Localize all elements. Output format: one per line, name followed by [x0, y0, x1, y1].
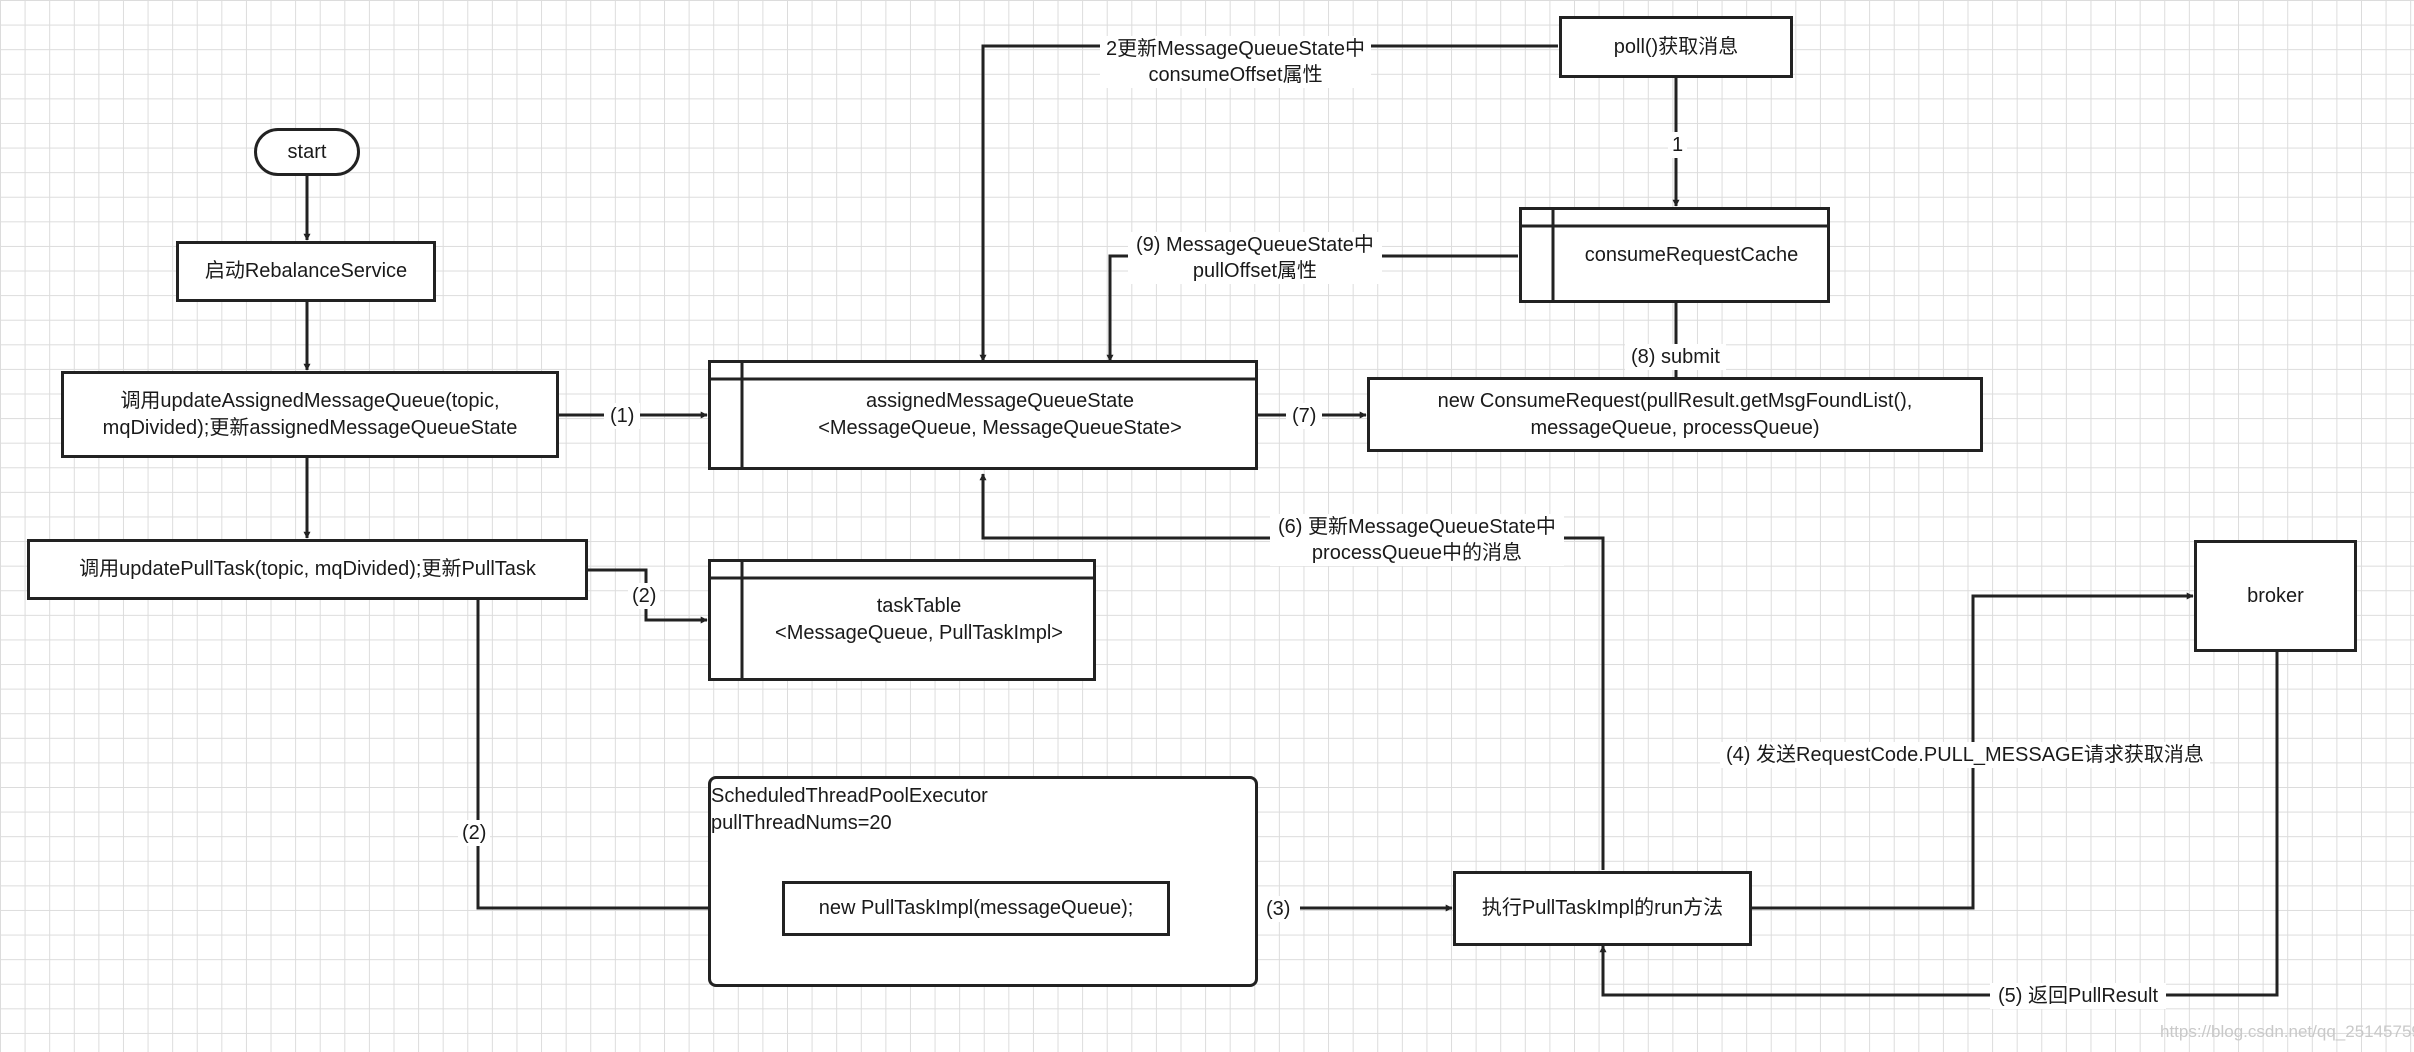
- task-table-line2: <MessageQueue, PullTaskImpl>: [775, 622, 1063, 644]
- start-label: start: [287, 140, 327, 163]
- edge-9: [1106, 254, 1518, 362]
- start-node: start: [254, 128, 360, 176]
- edge-label-3: (3): [1256, 896, 1301, 922]
- edge-label-6-line1: (6) 更新MessageQueueState中: [1278, 516, 1556, 538]
- update-assigned-node: 调用updateAssignedMessageQueue(topic, mqDi…: [61, 371, 559, 458]
- edge-label-7: (7): [1286, 403, 1323, 429]
- edge-label-9-line1: (9) MessageQueueState中: [1136, 234, 1374, 256]
- update-pull-node: 调用updatePullTask(topic, mqDivided);更新Pul…: [27, 539, 588, 600]
- edge-label-poll-2-line2: consumeOffset属性: [1148, 64, 1323, 86]
- edge-label-5: (5) 返回PullResult: [1990, 983, 2167, 1009]
- edge-label-poll-2-line1: 2更新MessageQueueState中: [1106, 38, 1366, 60]
- consume-request-node: new ConsumeRequest(pullResult.getMsgFoun…: [1367, 377, 1983, 452]
- rebalance-node: 启动RebalanceService: [176, 241, 436, 302]
- edge-label-2a: (2): [628, 583, 661, 609]
- edge-label-8: (8) submit: [1625, 344, 1726, 370]
- run-method-node: 执行PullTaskImpl的run方法: [1453, 871, 1752, 946]
- executor-line2: pullThreadNums=20: [711, 812, 892, 834]
- watermark: https://blog.csdn.net/qq_25145759: [2160, 1022, 2414, 1041]
- executor-line1: ScheduledThreadPoolExecutor: [711, 785, 988, 807]
- edge-label-1: (1): [604, 403, 641, 429]
- edge-label-poll-1: 1: [1668, 132, 1688, 158]
- poll-label: poll()获取消息: [1613, 35, 1739, 58]
- edge-label-6-line2: processQueue中的消息: [1311, 542, 1522, 564]
- edge-label-9-line2: pullOffset属性: [1192, 260, 1318, 282]
- poll-node: poll()获取消息: [1559, 16, 1793, 78]
- consume-cache-label: consumeRequestCache: [1584, 243, 1799, 266]
- edge-2b: [476, 600, 782, 912]
- new-pull-task-label: new PullTaskImpl(messageQueue);: [818, 897, 1134, 919]
- rebalance-label: 启动RebalanceService: [204, 260, 408, 282]
- edge-label-4: (4) 发送RequestCode.PULL_MESSAGE请求获取消息: [1720, 742, 2210, 768]
- edge-poll-2: [979, 44, 1558, 362]
- assigned-state-node: assignedMessageQueueState <MessageQueue,…: [708, 360, 1258, 470]
- assigned-state-line1: assignedMessageQueueState: [866, 390, 1134, 412]
- update-assigned-line2: mqDivided);更新assignedMessageQueueState: [102, 416, 518, 439]
- task-table-line1: taskTable: [876, 595, 962, 617]
- edge-5: [1599, 652, 2279, 997]
- consume-cache-node: consumeRequestCache: [1519, 207, 1830, 303]
- broker-node: broker: [2194, 540, 2357, 652]
- edge-label-9: (9) MessageQueueState中 pullOffset属性: [1128, 232, 1382, 284]
- update-pull-label: 调用updatePullTask(topic, mqDivided);更新Pul…: [79, 558, 536, 580]
- assigned-state-line2: <MessageQueue, MessageQueueState>: [818, 417, 1182, 439]
- task-table-node: taskTable <MessageQueue, PullTaskImpl>: [708, 559, 1096, 681]
- run-method-label: 执行PullTaskImpl的run方法: [1481, 897, 1724, 919]
- update-assigned-line1: 调用updateAssignedMessageQueue(topic,: [120, 389, 500, 412]
- consume-request-line1: new ConsumeRequest(pullResult.getMsgFoun…: [1437, 389, 1913, 412]
- edge-label-6: (6) 更新MessageQueueState中 processQueue中的消…: [1270, 514, 1564, 566]
- edge-label-poll-2: 2更新MessageQueueState中 consumeOffset属性: [1100, 36, 1372, 88]
- edge-label-2b: (2): [458, 820, 491, 846]
- broker-label: broker: [2247, 584, 2304, 607]
- new-pull-task-node: new PullTaskImpl(messageQueue);: [782, 881, 1170, 936]
- consume-request-line2: messageQueue, processQueue): [1530, 416, 1820, 439]
